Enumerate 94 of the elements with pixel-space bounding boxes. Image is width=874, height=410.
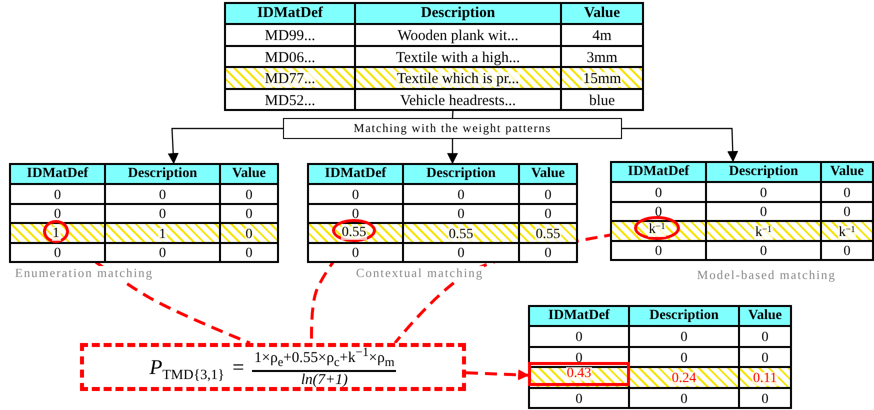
- table-cell: 0: [740, 348, 790, 366]
- header-cell: Value: [520, 165, 576, 183]
- table-cell: 3mm: [562, 46, 642, 66]
- table-cell: MD52...: [226, 90, 354, 109]
- table-cell: 0.24: [630, 368, 738, 386]
- table-cell: MD99...: [226, 25, 354, 44]
- header-cell: Value: [822, 163, 872, 181]
- table-cell: Vehicle headrests...: [356, 90, 560, 109]
- table-cell: 0.55: [404, 224, 518, 242]
- table-cell: 0: [630, 348, 738, 366]
- data-table: [9, 163, 279, 263]
- table-cell: Wooden plank wit...: [356, 25, 560, 44]
- header-cell: IDMatDef: [11, 165, 104, 183]
- header-cell: IDMatDef: [530, 307, 628, 325]
- table-cell: 0: [520, 204, 576, 222]
- process-box: Matching with the weight patterns: [283, 118, 622, 139]
- arrow: [466, 369, 530, 380]
- table-cell: 0: [221, 244, 277, 261]
- table-caption: Contextual matching: [355, 266, 484, 281]
- highlight-circle: k$^{−1}$: [634, 216, 680, 240]
- table-cell: 15mm: [562, 68, 642, 88]
- table-cell: 0: [520, 185, 576, 202]
- table-cell: Textile which is pr...: [356, 68, 560, 88]
- table-cell: 0: [106, 244, 219, 261]
- table-cell: 0: [707, 202, 820, 220]
- table-cell: 0: [740, 388, 790, 407]
- table-cell: k$^{−1}$: [707, 222, 820, 240]
- table-cell: 0: [221, 185, 277, 202]
- equals-sign: =: [232, 354, 244, 380]
- table-cell: 0: [404, 244, 518, 261]
- header-cell: Description: [356, 4, 560, 23]
- table-cell: MD77...: [226, 68, 354, 88]
- data-table: [610, 161, 874, 261]
- table-cell: 0: [11, 204, 104, 222]
- table-cell: Textile with a high...: [356, 46, 560, 66]
- table-cell: 1: [106, 224, 219, 242]
- table-cell: 0: [309, 204, 402, 222]
- formula-subscript: TMD{3,1}: [162, 368, 224, 384]
- table-cell: MD06...: [226, 46, 354, 66]
- fraction-numerator: 1×ρ$_{e}$+0.55×ρ$_{c}$+k$^{−1}$×ρ$_{m}$: [252, 345, 396, 372]
- table-cell: 0: [404, 204, 518, 222]
- table-cell: 0: [309, 185, 402, 202]
- table-cell: 0: [822, 242, 872, 259]
- table-cell: 0: [106, 204, 219, 222]
- table-caption: Enumeration matching: [14, 266, 154, 281]
- table-cell: k$^{−1}$: [822, 222, 872, 240]
- table-cell: 0: [520, 244, 576, 261]
- header-cell: Value: [562, 4, 642, 23]
- data-table: [224, 2, 644, 111]
- table-cell: 0: [612, 183, 705, 200]
- table-cell: 0: [740, 327, 790, 346]
- header-cell: Description: [404, 165, 518, 183]
- table-cell: 0: [106, 185, 219, 202]
- table-cell: 4m: [562, 25, 642, 44]
- table-cell: 0: [630, 327, 738, 346]
- table-cell: 0: [612, 242, 705, 259]
- table-cell: 0: [11, 185, 104, 202]
- arrow: [168, 128, 283, 164]
- table-cell: 0: [630, 388, 738, 407]
- highlight-circle: 0.55: [332, 219, 376, 242]
- header-cell: Value: [740, 307, 790, 325]
- data-table: [307, 163, 578, 263]
- arrow: [622, 128, 738, 162]
- header-cell: IDMatDef: [612, 163, 705, 181]
- table-cell: 0: [221, 224, 277, 242]
- highlight-circle: 1: [43, 220, 69, 243]
- header-cell: Value: [221, 165, 277, 183]
- table-cell: 0: [822, 183, 872, 200]
- table-cell: 0: [221, 204, 277, 222]
- table-cell: 0: [11, 244, 104, 261]
- table-cell: 0: [707, 183, 820, 200]
- fraction-denominator: ln(7+1): [300, 372, 348, 389]
- formula-variable: P: [150, 354, 162, 380]
- table-cell: 0: [612, 202, 705, 220]
- header-cell: IDMatDef: [226, 4, 354, 23]
- table-cell: 0.11: [740, 368, 790, 386]
- table-cell: 0: [404, 185, 518, 202]
- highlight-box: 0.43: [528, 362, 630, 386]
- table-cell: blue: [562, 90, 642, 109]
- table-caption: Model-based matching: [696, 268, 837, 283]
- table-cell: 0: [309, 244, 402, 261]
- table-cell: 0: [822, 202, 872, 220]
- header-cell: Description: [106, 165, 219, 183]
- header-cell: Description: [707, 163, 820, 181]
- arrow: [447, 139, 458, 164]
- table-cell: 0: [530, 327, 628, 346]
- table-cell: 0.55: [520, 224, 576, 242]
- header-cell: Description: [630, 307, 738, 325]
- header-cell: IDMatDef: [309, 165, 402, 183]
- table-cell: 0: [707, 242, 820, 259]
- connector-line: [452, 110, 454, 118]
- data-table: [528, 305, 792, 409]
- formula-box: [80, 343, 466, 391]
- table-cell: 0: [530, 388, 628, 407]
